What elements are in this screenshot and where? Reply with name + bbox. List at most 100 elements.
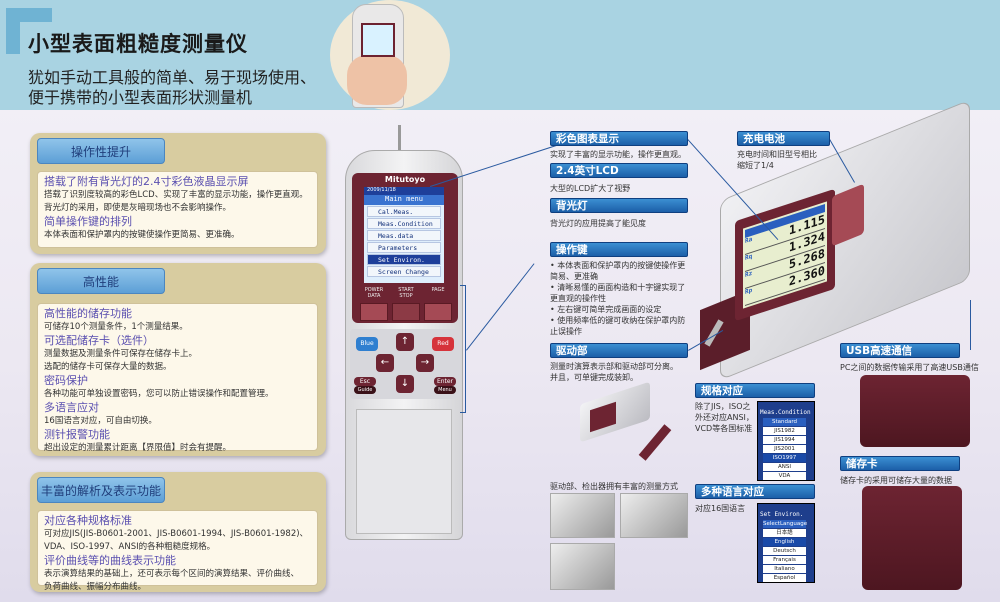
language-option[interactable]: Français xyxy=(763,556,806,564)
callout-text: 背光灯的应用提高了能见度 xyxy=(550,219,646,228)
param-label: Ra xyxy=(745,235,753,245)
esc-button[interactable]: Esc xyxy=(354,377,376,386)
callout-title: 彩色图表显示 xyxy=(550,131,688,146)
key-label: PAGE xyxy=(431,287,445,293)
handheld-product-photo xyxy=(347,4,407,108)
bullet-item: • 本体表面和保护罩内的按键使操作更简易、更准确 xyxy=(550,261,686,281)
memory-card-photo xyxy=(862,486,962,590)
separated-device-photo xyxy=(560,381,672,473)
blue-button[interactable]: Blue xyxy=(356,337,378,351)
callout-text: 测量时演算表示部和驱动部可分离。 xyxy=(550,362,678,371)
callout-text: 外还对应ANSI， xyxy=(695,413,754,422)
callout-languages: 多种语言对应 对应16国语言 xyxy=(695,484,815,514)
callout-text: 缩短了1/4 xyxy=(737,161,774,170)
feature-text: 背光灯的采用，即使是灰暗现场也不会影响操作。 xyxy=(44,203,232,213)
panel-performance: 高性能 高性能的储存功能 可储存10个测量条件，1个测量结果。 可选配储存卡（选… xyxy=(30,263,326,456)
menu-item[interactable]: Screen Change xyxy=(367,266,441,277)
menu-item[interactable]: Meas.data xyxy=(367,230,441,241)
callout-line xyxy=(970,300,971,350)
key-label: START STOP xyxy=(398,287,414,299)
callout-keys: 操作键 • 本体表面和保护罩内的按键使操作更简易、更准确 • 清晰易懂的画面构造… xyxy=(550,242,688,337)
language-option[interactable]: Italiano xyxy=(763,565,806,573)
screen-group: SelectLanguage xyxy=(763,520,808,528)
language-option[interactable]: Deutsch xyxy=(763,547,806,555)
lcd-date: 2009/11/18 xyxy=(364,187,444,195)
menu-label: Menu xyxy=(434,386,456,394)
measurement-method-photo xyxy=(550,543,615,590)
feature-heading: 评价曲线等的曲线表示功能 xyxy=(44,554,176,567)
measurement-method-photo xyxy=(550,493,615,538)
panel-content: 搭载了附有背光灯的2.4寸彩色液晶显示屏 搭载了识别度较高的彩色LCD、实现了丰… xyxy=(37,171,318,248)
panel-analysis: 丰富的解析及表示功能 对应各种规格标准 可对应JIS(JIS-B0601-200… xyxy=(30,472,326,592)
feature-text: 负荷曲线、振幅分布曲线。 xyxy=(44,582,147,592)
up-arrow-button[interactable]: ↑ xyxy=(396,333,414,351)
standard-option[interactable]: JIS1994 xyxy=(763,436,806,444)
drive-unit xyxy=(356,409,452,534)
feature-text: 表示演算结果的基础上，还可表示每个区间的演算结果、评价曲线、 xyxy=(44,569,300,579)
key-label: POWER DATA xyxy=(364,287,384,299)
subtitle-line: 犹如手动工具般的简单、易于现场使用、 xyxy=(28,68,317,87)
right-arrow-button[interactable]: → xyxy=(416,354,434,372)
feature-text: 超出设定的测量累计距离【界限值】时会有提醒。 xyxy=(44,443,232,453)
callout-title: 规格对应 xyxy=(695,383,815,398)
panel-operability: 操作性提升 搭载了附有背光灯的2.4寸彩色液晶显示屏 搭载了识别度较高的彩色LC… xyxy=(30,133,326,254)
standard-option[interactable]: JIS2001 xyxy=(763,445,806,453)
language-option[interactable]: Español xyxy=(763,574,806,582)
callout-title: USB高速通信 xyxy=(840,343,960,358)
screen-group: Standard xyxy=(763,418,806,426)
start-stop-button[interactable] xyxy=(392,303,420,321)
enter-button[interactable]: Enter xyxy=(434,377,456,386)
handheld-device: Mitutoyo 2009/11/18 Main menu Cal.Meas. … xyxy=(345,150,463,540)
menu-item[interactable]: Cal.Meas. xyxy=(367,206,441,217)
menu-title: Main menu xyxy=(364,195,444,205)
page-button[interactable] xyxy=(424,303,452,321)
feature-heading: 可选配储存卡（选件） xyxy=(44,334,154,347)
language-option[interactable]: 日本語 xyxy=(763,529,806,537)
callout-text: VCD等各国标准 xyxy=(695,424,753,433)
language-option-selected[interactable]: English xyxy=(763,538,806,546)
standards-screen: Meas.Condition Standard JIS1982 JIS1994 … xyxy=(757,401,815,481)
feature-heading: 测针报警功能 xyxy=(44,428,110,441)
callout-title: 多种语言对应 xyxy=(695,484,815,499)
menu-item[interactable]: Parameters xyxy=(367,242,441,253)
callout-color-display: 彩色图表显示 实现了丰富的显示功能，操作更直观。 2.4英寸LCD 大型的LCD… xyxy=(550,131,688,229)
callout-title: 充电电池 xyxy=(737,131,830,146)
red-button[interactable]: Red xyxy=(432,337,454,351)
callout-text: 除了JIS，ISO之 xyxy=(695,402,751,411)
left-arrow-button[interactable]: ← xyxy=(376,354,394,372)
standard-option[interactable]: VDA xyxy=(763,472,806,480)
standard-option[interactable]: JIS1982 xyxy=(763,427,806,435)
feature-text: VDA、ISO-1997、ANSI的各种粗糙度规格。 xyxy=(44,542,216,552)
panel-content: 对应各种规格标准 可对应JIS(JIS-B0601-2001、JIS-B0601… xyxy=(37,510,318,592)
param-label: Rq xyxy=(745,252,753,262)
callout-text: 对应16国语言 xyxy=(695,504,746,513)
menu-item[interactable]: Meas.Condition xyxy=(367,218,441,229)
bullet-item: • 清晰易懂的画面构造和十字键实现了更直观的操作性 xyxy=(550,283,686,303)
feature-heading: 密码保护 xyxy=(44,374,88,387)
feature-heading: 简单操作键的排列 xyxy=(44,215,132,228)
power-data-button[interactable] xyxy=(360,303,388,321)
standard-option[interactable]: ANSI xyxy=(763,463,806,471)
measurement-method-photo xyxy=(620,493,688,538)
callout-text: 并且，可单键完成装卸。 xyxy=(550,373,638,382)
callout-usb: USB高速通信 PC之间的数据传输采用了高速USB通信 xyxy=(840,343,990,373)
bullet-item: • 左右键可简单完成画面的设定 xyxy=(550,305,662,314)
callout-title: 储存卡 xyxy=(840,456,960,471)
callout-title: 背光灯 xyxy=(550,198,688,213)
callout-text: 储存卡的采用可储存大量的数据 xyxy=(840,476,952,485)
standard-option-selected[interactable]: ISO1997 xyxy=(763,454,806,462)
menu-item-selected[interactable]: Set Environ. xyxy=(367,254,441,265)
down-arrow-button[interactable]: ↓ xyxy=(396,375,414,393)
callout-title: 驱动部 xyxy=(550,343,688,358)
header-banner: 小型表面粗糙度测量仪 犹如手动工具般的简单、易于现场使用、 便于携带的小型表面形… xyxy=(0,0,1000,110)
feature-heading: 对应各种规格标准 xyxy=(44,514,132,527)
panel-content: 高性能的储存功能 可储存10个测量条件，1个测量结果。 可选配储存卡（选件） 测… xyxy=(37,303,318,453)
callout-text: 实现了丰富的显示功能，操作更直观。 xyxy=(550,150,686,159)
feature-text: 搭载了识别度较高的彩色LCD、实现了丰富的显示功能，操作更直观。 xyxy=(44,190,308,200)
device-face: Mitutoyo 2009/11/18 Main menu Cal.Meas. … xyxy=(352,173,458,323)
callout-text: 充电时间和旧型号相比 xyxy=(737,150,817,159)
subtitle-line: 便于携带的小型表面形状测量机 xyxy=(28,88,253,107)
panel-tab: 操作性提升 xyxy=(37,138,165,164)
panel-tab: 高性能 xyxy=(37,268,165,294)
bullet-item: • 使用频率低的键可收纳在保护罩内防止误操作 xyxy=(550,316,686,336)
